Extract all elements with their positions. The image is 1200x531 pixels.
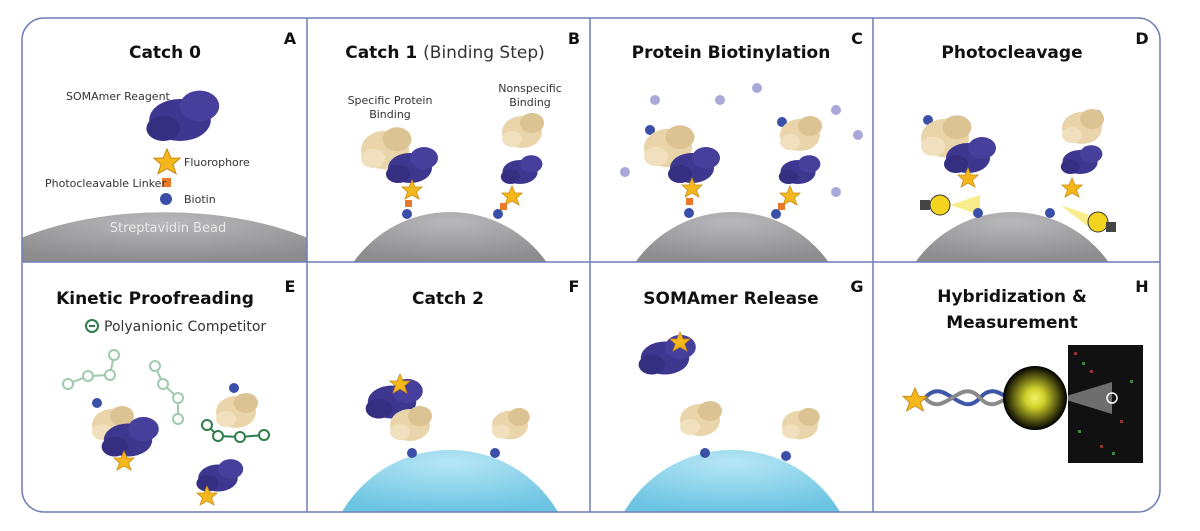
- panel-f-letter: F: [569, 277, 580, 296]
- photocleavable-linker-icon: [162, 178, 171, 187]
- linker-label: Photocleavable Linker: [45, 177, 166, 190]
- bead-d: [915, 212, 1109, 262]
- panel-e-title: Kinetic Proofreading: [56, 289, 254, 309]
- panel-d: Photocleavage D: [920, 29, 1149, 233]
- panel-h: Hybridization & Measurement H: [902, 277, 1149, 463]
- panel-a-letter: A: [284, 29, 297, 48]
- panel-h-letter: H: [1135, 277, 1148, 296]
- panel-e: Kinetic Proofreading E Polyanionic Compe…: [56, 277, 296, 506]
- panel-b-letter: B: [568, 29, 580, 48]
- bead-b: [353, 212, 547, 262]
- panel-g: SOMAmer Release G: [638, 277, 864, 461]
- figure-border: [21, 17, 1161, 513]
- nonspecific-binding-label-1: Nonspecific: [498, 82, 562, 95]
- panel-h-title-line1: Hybridization &: [937, 287, 1087, 307]
- panel-c-letter: C: [851, 29, 863, 48]
- panel-g-letter: G: [850, 277, 863, 296]
- biotin-icon: [160, 193, 172, 205]
- panel-c: Protein Biotinylation C: [620, 29, 863, 219]
- biotin-label: Biotin: [184, 193, 216, 206]
- panel-h-title-line2: Measurement: [946, 313, 1078, 333]
- fluorophore-label: Fluorophore: [184, 156, 250, 169]
- lightbulb-icon: [929, 194, 951, 216]
- specific-binding-label-2: Binding: [369, 108, 411, 121]
- fluorophore-icon: [153, 148, 181, 175]
- competitor-legend: Polyanionic Competitor: [104, 319, 266, 335]
- nonspecific-binding-label-2: Binding: [509, 96, 551, 109]
- bead-f: [342, 449, 558, 512]
- panel-d-letter: D: [1135, 29, 1148, 48]
- panel-b: Catch 1 (Binding Step) B Specific Protei…: [345, 29, 580, 219]
- detection-lens: [1003, 366, 1067, 430]
- panel-f: Catch 2 F: [365, 277, 580, 458]
- panel-e-letter: E: [285, 277, 296, 296]
- panel-b-title: Catch 1 (Binding Step): [345, 43, 545, 63]
- panel-g-title: SOMAmer Release: [643, 289, 818, 309]
- lightbulb-icon: [1087, 211, 1109, 233]
- bead-label: Streptavidin Bead: [110, 221, 226, 236]
- panel-a-title: Catch 0: [129, 43, 201, 63]
- panel-c-title: Protein Biotinylation: [632, 43, 831, 63]
- specific-binding-label-1: Specific Protein: [348, 94, 433, 107]
- panel-d-title: Photocleavage: [941, 43, 1082, 63]
- bead-g: [624, 449, 840, 512]
- polyanionic-competitor-icon: [85, 319, 99, 333]
- somamer-reagent-label: SOMAmer Reagent: [66, 90, 171, 103]
- panel-a: Catch 0 A SOMAmer Reagent Fluorophore Ph…: [45, 29, 297, 236]
- panel-f-title: Catch 2: [412, 289, 484, 309]
- streptavidin-bead-a: [22, 212, 307, 262]
- bead-c: [635, 212, 829, 262]
